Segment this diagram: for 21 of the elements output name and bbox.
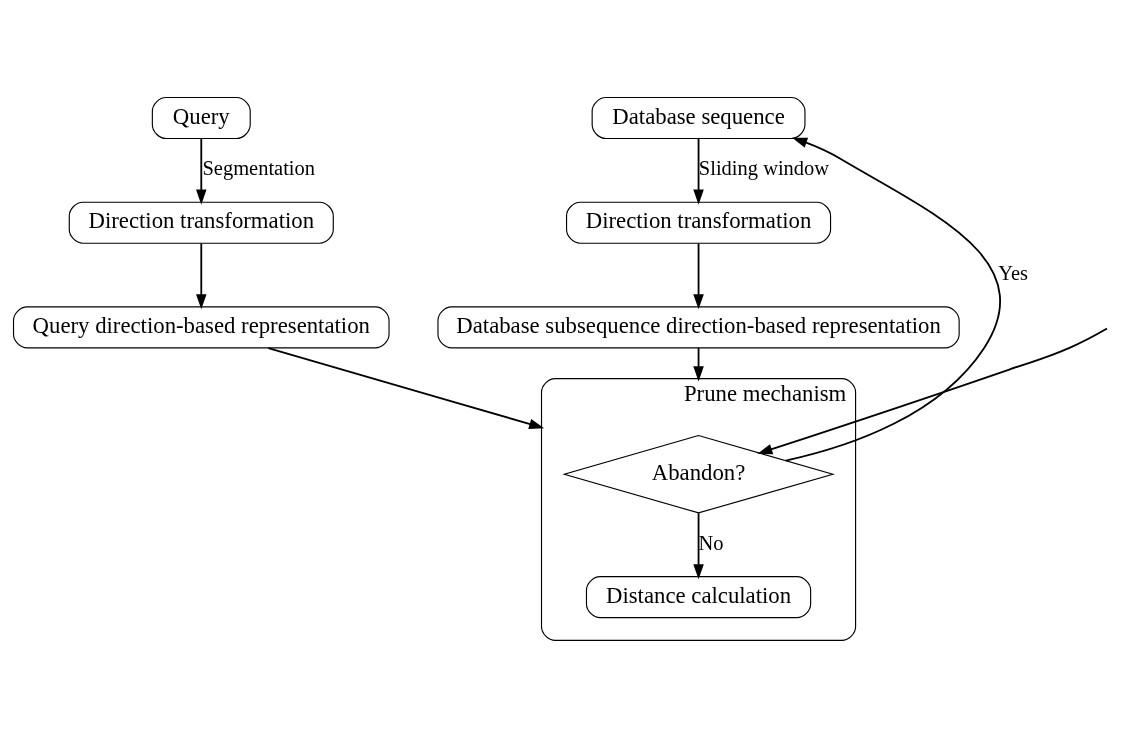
edge-label: Segmentation <box>202 157 316 180</box>
node-box: Database subsequence direction-based representation <box>437 306 960 349</box>
edge-label: No <box>698 531 724 554</box>
arrow <box>784 137 1001 462</box>
node-diamond: Abandon? <box>562 434 835 514</box>
arrow <box>693 512 704 580</box>
arrow <box>757 327 1108 455</box>
arrow <box>196 242 207 310</box>
node-box: Direction transformation <box>565 201 832 244</box>
node-box: Database sequence <box>591 97 806 140</box>
arrow <box>693 347 704 382</box>
node-box: Direction transformation <box>68 201 334 244</box>
arrow <box>196 138 207 205</box>
node-box: Distance calculation <box>585 576 812 619</box>
edge-label: Sliding window <box>698 157 830 180</box>
arrow <box>693 138 704 205</box>
edge-label: Yes <box>998 262 1029 285</box>
arrow <box>267 347 545 430</box>
node-box: Query direction-based representation <box>12 306 390 349</box>
arrow <box>693 242 704 310</box>
node-box: Query <box>151 97 251 140</box>
